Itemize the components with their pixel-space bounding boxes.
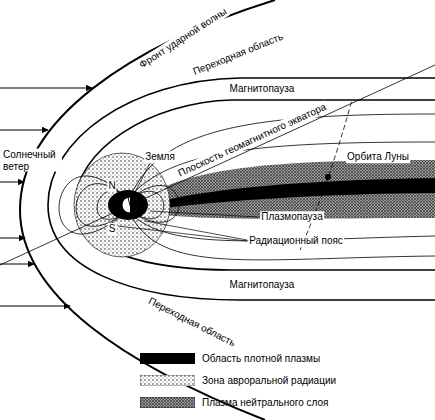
magnetopause-label: Магнитопауза: [229, 279, 296, 291]
transition-region-label: Переходная область: [190, 30, 285, 77]
legend-text: Область плотной плазмы: [202, 352, 320, 366]
equator-plane-line: [0, 65, 435, 265]
south-pole-label: S: [108, 223, 117, 235]
magnetopause-label: Магнитопауза: [229, 83, 296, 95]
moon: [325, 174, 331, 180]
solar-wind-label: Солнечный ветер: [2, 149, 62, 172]
legend-text: Плазма нейтрального слоя: [202, 396, 328, 410]
dense-plasma: [108, 190, 148, 220]
earth-axis: [127, 194, 133, 216]
legend-swatch: [140, 397, 195, 408]
magnetopause-inner: [75, 100, 435, 270]
plasmapause-label: Плазмопауза: [260, 211, 324, 223]
legend-swatch: [140, 375, 195, 386]
legend-swatch: [140, 353, 195, 364]
earth-label: Земля: [144, 151, 176, 163]
moon-orbit-label: Орбита Луны: [346, 151, 410, 163]
plasma-sheet: [165, 178, 435, 208]
legend-text: Зона авроральной радиации: [202, 374, 336, 388]
auroral-zone: [74, 153, 170, 257]
moon-orbit: [300, 100, 352, 250]
north-pole-label: N: [107, 180, 116, 192]
transition-region-label: Переходная область: [146, 295, 239, 350]
radiation-belt-label: Радиационный пояс: [248, 235, 344, 247]
magnetopause-outer: [48, 78, 435, 300]
